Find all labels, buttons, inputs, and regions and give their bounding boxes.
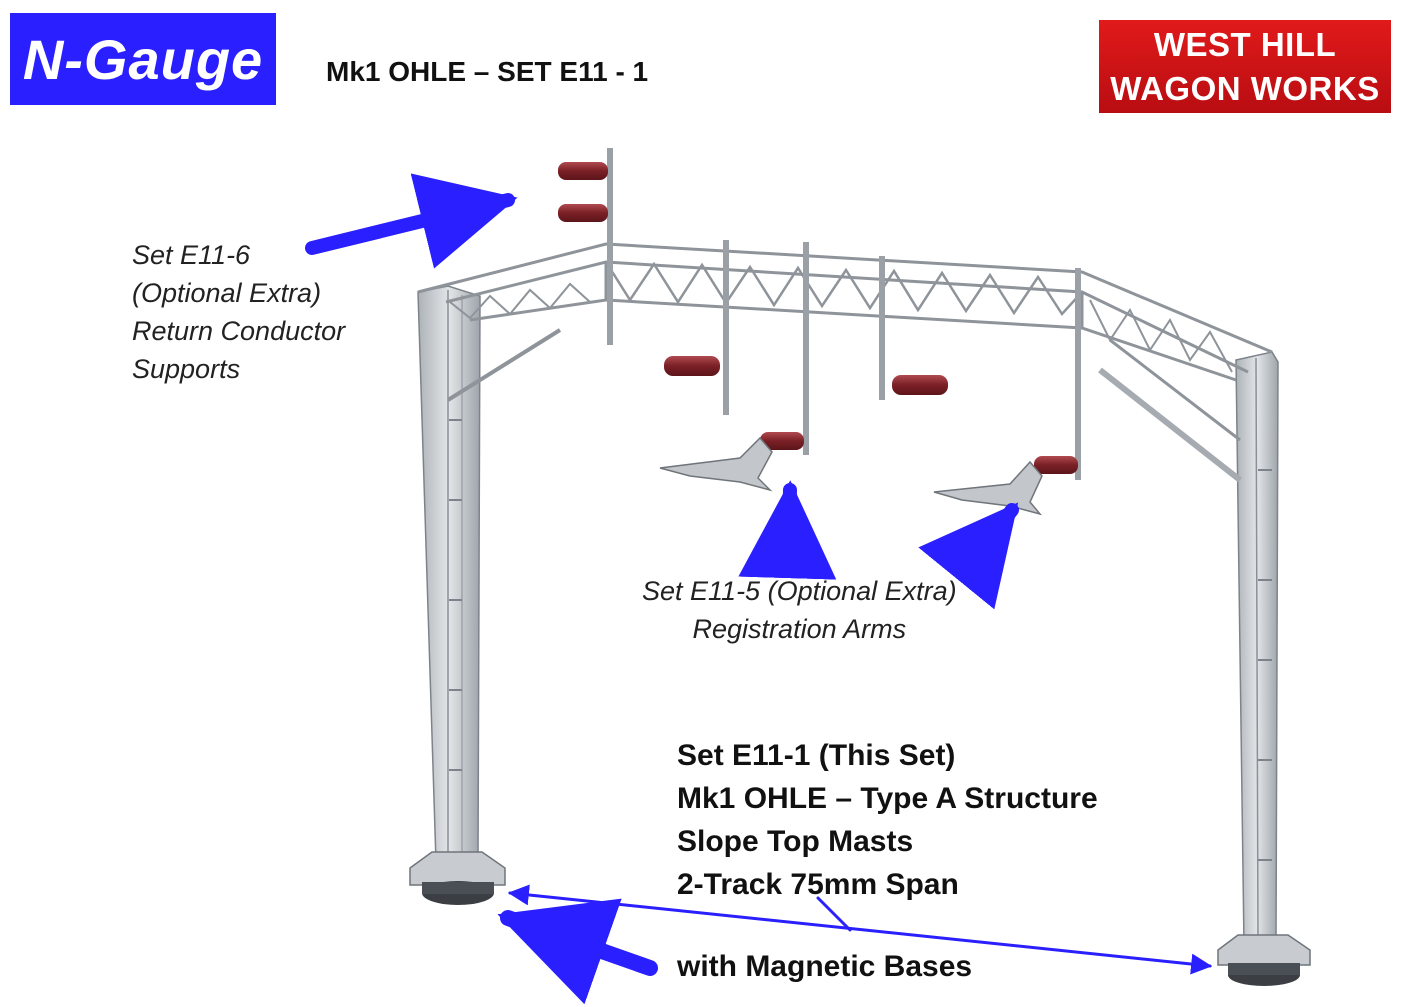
callout-line: Set E11-5 (Optional Extra) <box>642 576 957 606</box>
return-conductor-insulators <box>558 162 1078 474</box>
left-mast <box>409 285 506 905</box>
callout-arrows <box>305 173 1213 1005</box>
registration-arms <box>659 436 1043 516</box>
brand-line-2: WAGON WORKS <box>1110 69 1380 107</box>
callout-line: Set E11-6 <box>132 240 251 270</box>
spec-line: Set E11-1 (This Set) <box>677 739 956 772</box>
droppers <box>607 148 1081 480</box>
magnetic-bases-label: with Magnetic Bases <box>677 950 973 983</box>
lattice-boom <box>417 242 1273 483</box>
n-gauge-badge: N-Gauge <box>10 13 276 105</box>
brand-logo: WEST HILL WAGON WORKS <box>1099 20 1391 113</box>
return-conductor-callout: Set E11-6 (Optional Extra) Return Conduc… <box>132 236 345 388</box>
spec-line: Mk1 OHLE – Type A Structure <box>677 782 1098 815</box>
callout-line: Return Conductor <box>132 316 346 346</box>
spec-line: Slope Top Masts <box>677 825 914 858</box>
this-set-description: Set E11-1 (This Set) Mk1 OHLE – Type A S… <box>677 734 1098 906</box>
callout-line: (Optional Extra) <box>132 278 322 308</box>
badge-label: N-Gauge <box>22 27 264 91</box>
right-mast <box>1217 351 1311 986</box>
callout-line: Registration Arms <box>692 614 907 644</box>
callout-line: Supports <box>132 354 241 384</box>
brand-line-1: WEST HILL <box>1153 25 1337 63</box>
registration-arms-callout: Set E11-5 (Optional Extra) Registration … <box>642 572 957 648</box>
spec-line: 2-Track 75mm Span <box>677 868 959 901</box>
page-title: Mk1 OHLE – SET E11 - 1 <box>326 56 649 87</box>
